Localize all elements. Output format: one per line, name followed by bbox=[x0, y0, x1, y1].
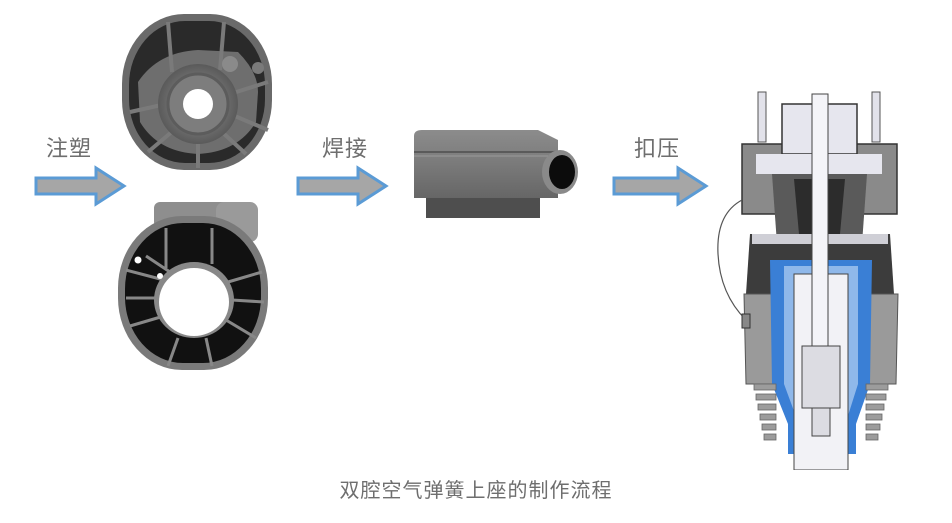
step-label-welding: 焊接 bbox=[322, 137, 369, 162]
process-arrow-2 bbox=[296, 165, 389, 207]
air-spring-cross-section-image bbox=[717, 91, 899, 470]
step-label-crimping: 扣压 bbox=[634, 137, 681, 162]
diagram-caption: 双腔空气弹簧上座的制作流程 bbox=[339, 478, 613, 502]
process-arrow-3 bbox=[612, 165, 709, 207]
molded-lower-shell-image bbox=[118, 202, 268, 370]
step-label-injection: 注塑 bbox=[46, 137, 93, 162]
welded-upper-seat-image bbox=[414, 130, 578, 218]
molded-upper-shell-image bbox=[122, 14, 272, 170]
process-arrow-1 bbox=[34, 165, 127, 207]
